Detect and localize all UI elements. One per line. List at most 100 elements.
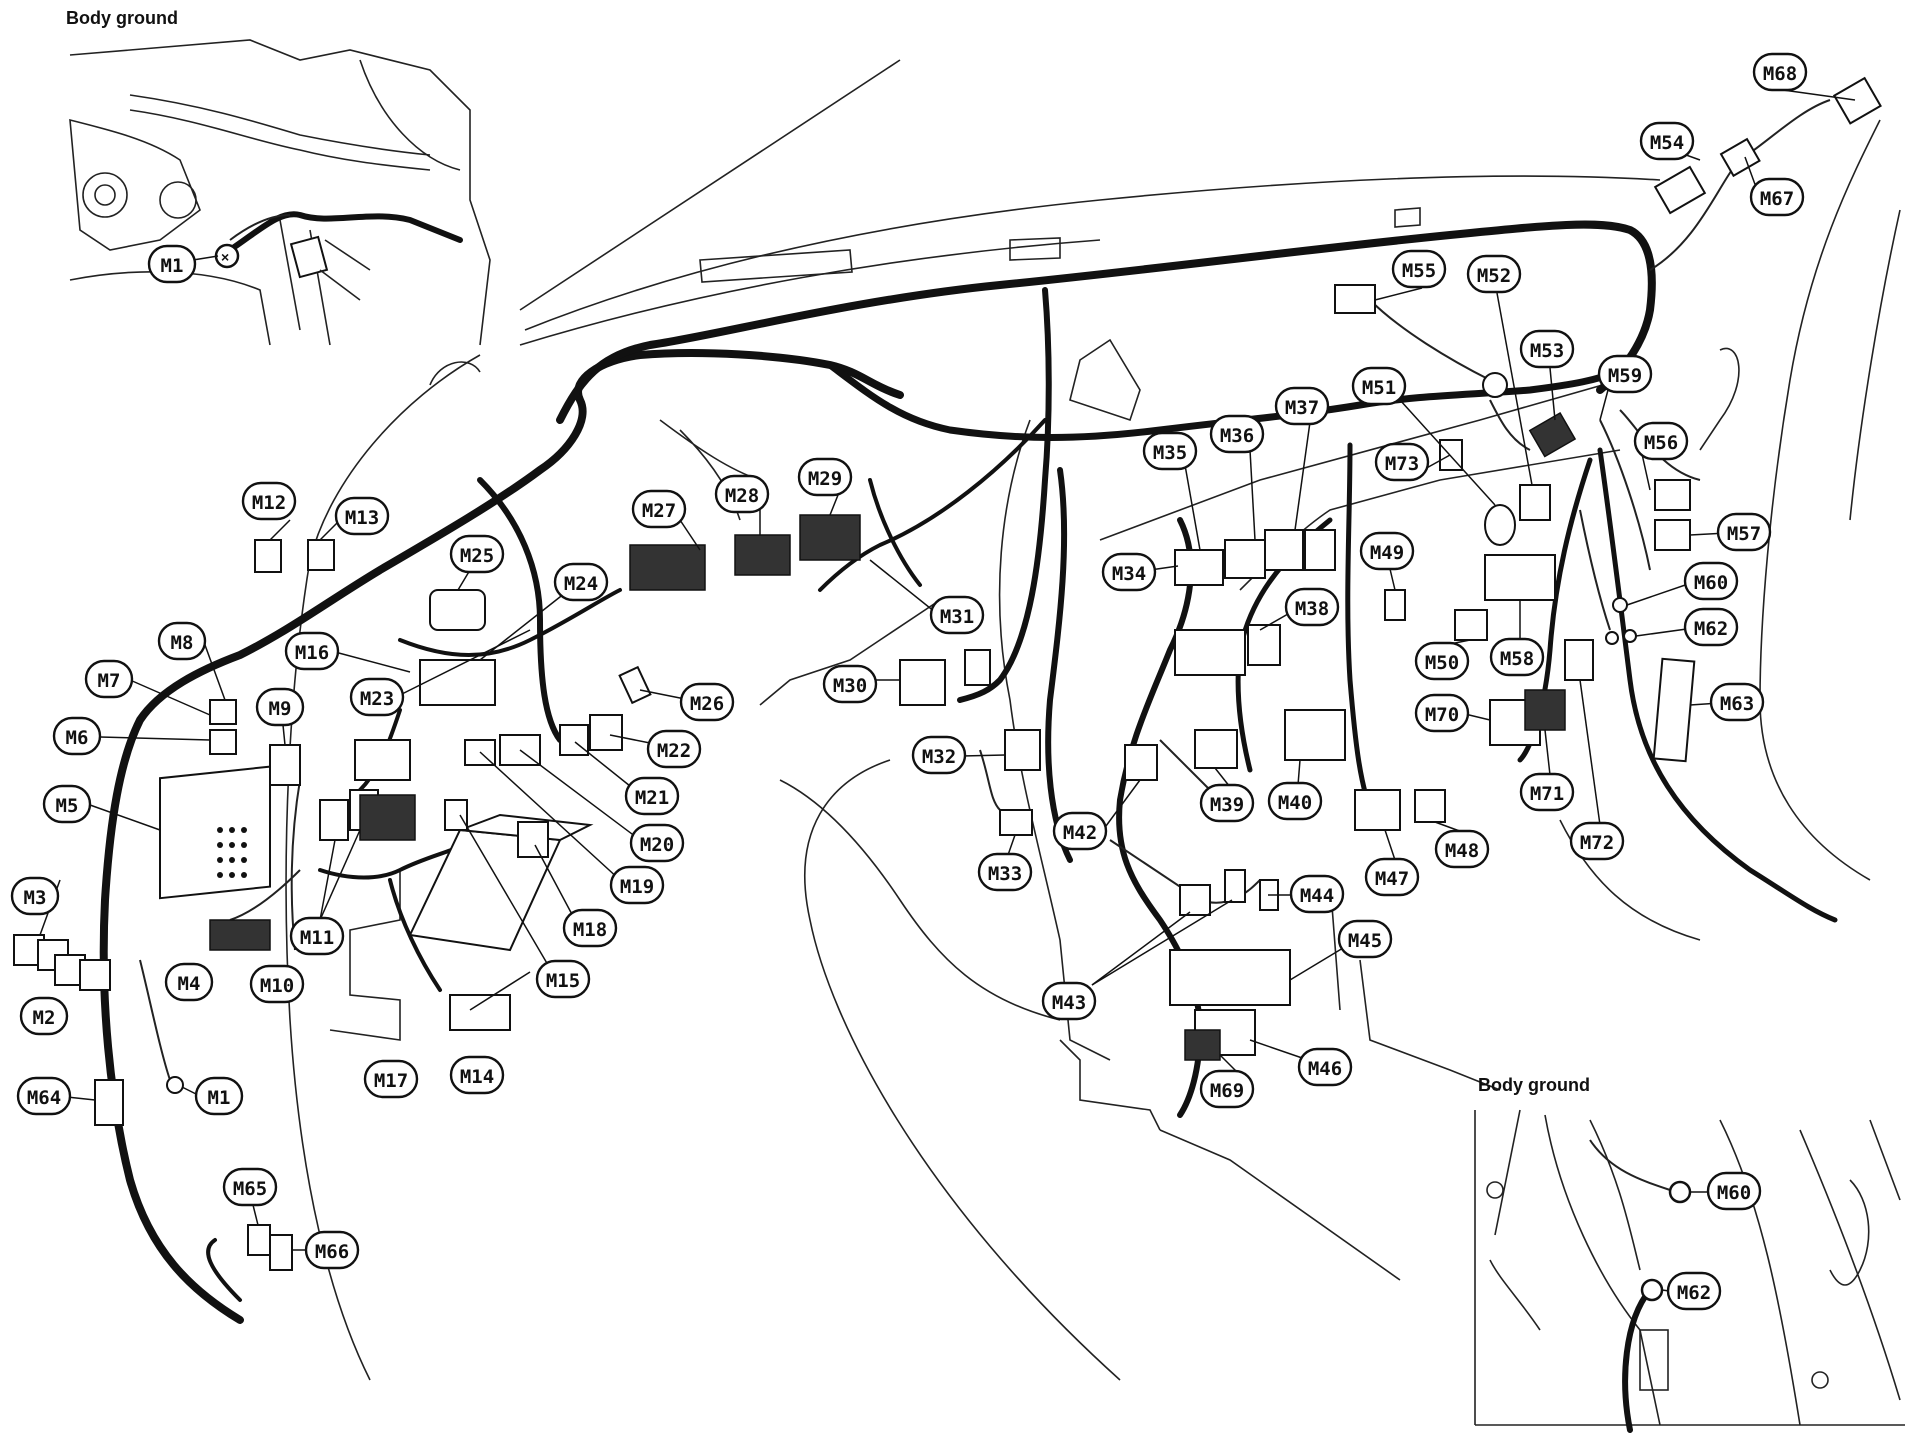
- label-oval: [977, 852, 1033, 892]
- connector-label-m73: M73: [1374, 442, 1430, 482]
- label-oval: [16, 1076, 72, 1116]
- label-oval: [1706, 1171, 1762, 1211]
- label-oval: [249, 964, 305, 1004]
- connector-label-m63: M63: [1709, 682, 1765, 722]
- label-text: M3: [24, 887, 47, 909]
- label-text: M52: [1477, 265, 1511, 287]
- connector-label-m12: M12: [241, 481, 297, 521]
- label-text: M32: [922, 746, 956, 768]
- label-text: M66: [315, 1241, 349, 1263]
- label-oval: [1209, 414, 1265, 454]
- label-oval: [1199, 783, 1255, 823]
- label-text: M68: [1763, 63, 1797, 85]
- label-text: M33: [988, 863, 1022, 885]
- label-text: M7: [98, 670, 121, 692]
- label-oval: [349, 677, 405, 717]
- connector-label-m31: M31: [929, 595, 985, 635]
- connector-label-m25: M25: [449, 534, 505, 574]
- connector-label-m50: M50: [1414, 641, 1470, 681]
- label-oval: [609, 865, 665, 905]
- label-oval: [679, 682, 735, 722]
- inset-caption-bottom-right: Body ground: [1478, 1075, 1590, 1095]
- label-text: M4: [178, 973, 201, 995]
- label-text: M42: [1063, 822, 1097, 844]
- label-oval: [1359, 531, 1415, 571]
- connector-label-m60-main: M60: [1683, 561, 1739, 601]
- connector-label-m51: M51: [1351, 366, 1407, 406]
- label-text: M1: [208, 1087, 231, 1109]
- label-oval: [1716, 512, 1772, 552]
- connector-label-m26: M26: [679, 682, 735, 722]
- connector-label-m33: M33: [977, 852, 1033, 892]
- connector-label-m64: M64: [16, 1076, 72, 1116]
- label-text: M27: [642, 500, 676, 522]
- connector-label-m71: M71: [1519, 772, 1575, 812]
- connector-label-m5: M5: [42, 784, 92, 824]
- label-oval: [1284, 587, 1340, 627]
- connector-label-m21: M21: [624, 776, 680, 816]
- label-text: M39: [1210, 794, 1244, 816]
- label-text: M70: [1425, 704, 1459, 726]
- connector-label-m11: M11: [289, 916, 345, 956]
- label-text: M19: [620, 876, 654, 898]
- label-oval: [164, 962, 214, 1002]
- label-oval: [84, 659, 134, 699]
- inset-caption-top-left: Body ground: [66, 8, 178, 28]
- connector-label-m62-main: M62: [1683, 607, 1739, 647]
- label-oval: [1683, 561, 1739, 601]
- connector-label-m56: M56: [1633, 421, 1689, 461]
- label-oval: [1374, 442, 1430, 482]
- label-oval: [1414, 693, 1470, 733]
- ground-eyelet-icon: [166, 1076, 184, 1094]
- label-oval: [1199, 1069, 1255, 1109]
- connector-label-m67: M67: [1749, 177, 1805, 217]
- label-text: M40: [1278, 792, 1312, 814]
- connector-label-m34: M34: [1101, 552, 1157, 592]
- label-oval: [363, 1059, 419, 1099]
- connector-label-m18: M18: [562, 908, 618, 948]
- label-oval: [631, 489, 687, 529]
- connector-label-m20: M20: [629, 823, 685, 863]
- connector-label-m23: M23: [349, 677, 405, 717]
- ground-bolt-icon-m62: [1640, 1278, 1664, 1302]
- label-oval: [1041, 981, 1097, 1021]
- label-text: M34: [1112, 563, 1146, 585]
- connector-label-m29: M29: [797, 457, 853, 497]
- connector-label-m27: M27: [631, 489, 687, 529]
- label-oval: [553, 562, 609, 602]
- connector-label-m22: M22: [646, 729, 702, 769]
- label-text: M62: [1694, 618, 1728, 640]
- connector-label-m49: M49: [1359, 531, 1415, 571]
- label-oval: [1351, 366, 1407, 406]
- label-oval: [1297, 1047, 1353, 1087]
- label-text: M17: [374, 1070, 408, 1092]
- label-oval: [255, 687, 305, 727]
- label-oval: [1633, 421, 1689, 461]
- label-text: M48: [1445, 840, 1479, 862]
- ground-bolt-icon-m60: [1668, 1180, 1692, 1204]
- label-text: M28: [725, 485, 759, 507]
- label-oval: [1142, 431, 1198, 471]
- connector-label-m69: M69: [1199, 1069, 1255, 1109]
- label-text: M6: [66, 727, 89, 749]
- label-oval: [1274, 386, 1330, 426]
- label-text: M15: [546, 970, 580, 992]
- connector-label-m40: M40: [1267, 781, 1323, 821]
- connector-label-m70: M70: [1414, 693, 1470, 733]
- label-text: M65: [233, 1178, 267, 1200]
- label-oval: [1519, 329, 1575, 369]
- connector-label-m15: M15: [535, 959, 591, 999]
- connector-label-m24: M24: [553, 562, 609, 602]
- label-text: M18: [573, 919, 607, 941]
- connector-label-m16: M16: [284, 631, 340, 671]
- connector-label-m57: M57: [1716, 512, 1772, 552]
- label-oval: [19, 996, 69, 1036]
- label-oval: [241, 481, 297, 521]
- label-oval: [646, 729, 702, 769]
- connector-label-m66: M66: [304, 1230, 360, 1270]
- label-oval: [822, 664, 878, 704]
- connector-label-m32: M32: [911, 735, 967, 775]
- label-text: M29: [808, 468, 842, 490]
- label-text: M67: [1760, 188, 1794, 210]
- connector-label-m44: M44: [1289, 874, 1345, 914]
